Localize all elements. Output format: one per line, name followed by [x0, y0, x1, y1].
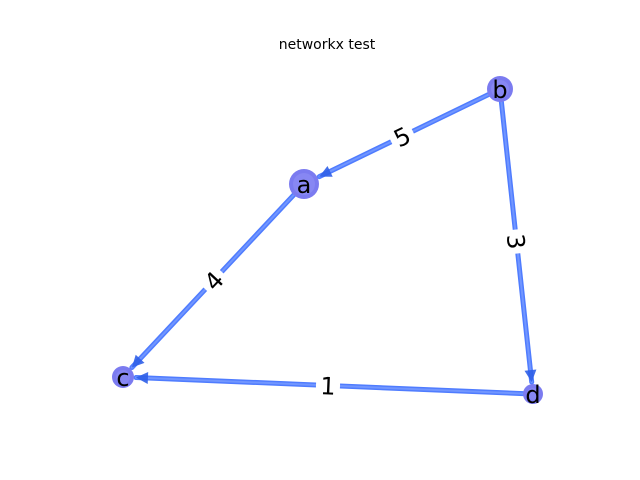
edge-label-b-d: 3	[499, 227, 534, 256]
node-label: c	[116, 364, 129, 392]
diagram-title: networkx test	[279, 37, 376, 53]
edge-label-box	[315, 369, 341, 402]
arrowhead	[524, 369, 537, 383]
node-circle-inner	[293, 173, 315, 195]
node-d: d	[523, 381, 543, 409]
edge-label-box	[384, 116, 420, 157]
arrowhead	[136, 372, 149, 384]
arrowhead	[131, 354, 145, 368]
node-circle-inner	[527, 388, 539, 400]
node-label: d	[525, 381, 540, 409]
edge-label-text: 3	[501, 233, 530, 251]
edge-label-box	[499, 227, 534, 256]
arrowhead	[319, 166, 333, 177]
node-a: a	[289, 169, 319, 199]
node-b: b	[487, 76, 513, 104]
node-label: b	[492, 76, 507, 104]
node-circle-inner	[491, 80, 509, 98]
node-circle-inner	[116, 370, 130, 384]
node-label: a	[297, 171, 312, 199]
nodes-layer: a b c d	[112, 76, 543, 409]
edge-label-box	[193, 260, 234, 301]
edge-label-text: 1	[320, 372, 336, 401]
edge-label-d-c: 1	[315, 369, 341, 402]
node-c: c	[112, 364, 134, 392]
